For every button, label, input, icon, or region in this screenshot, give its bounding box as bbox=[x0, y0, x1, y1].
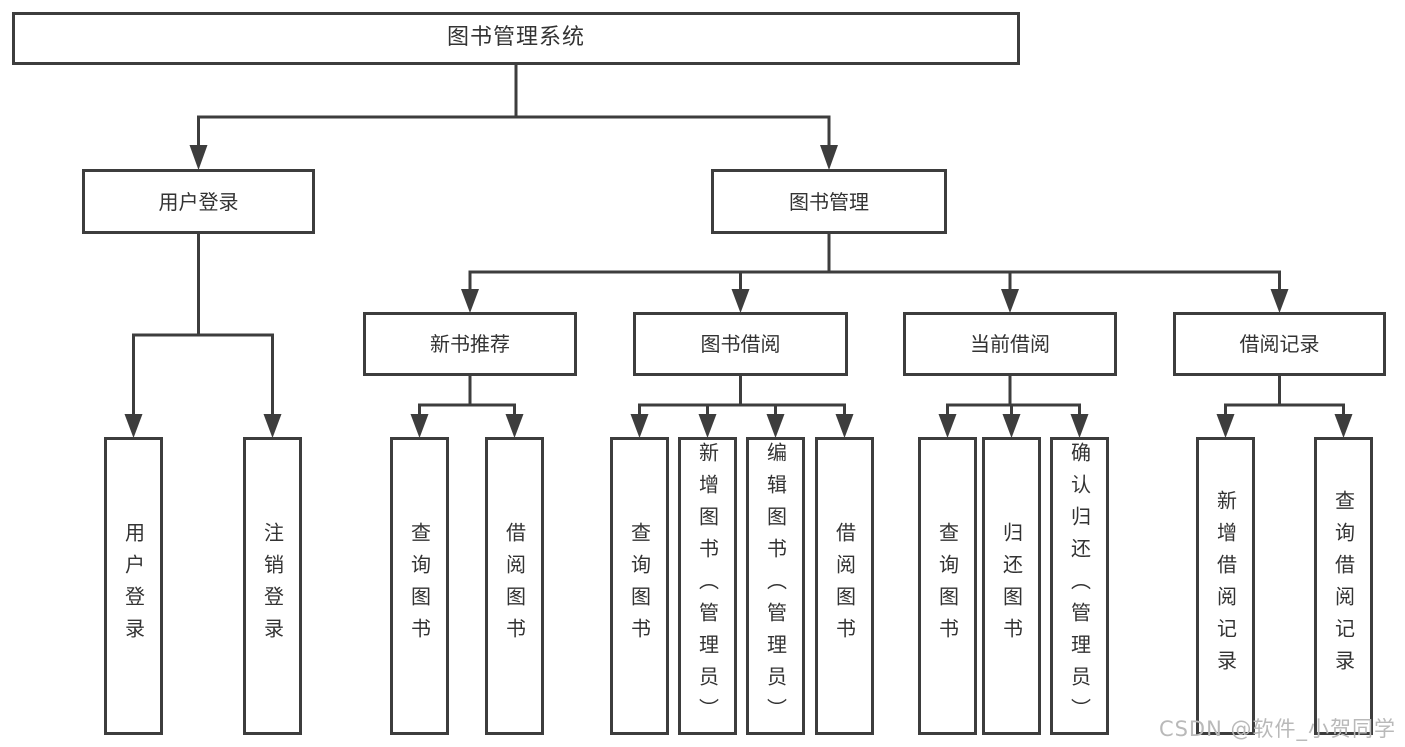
csdn-watermark: CSDN @软件_小贺同学 bbox=[1158, 717, 1396, 741]
diagram-leaf-add-borrow-record: 新增借阅记录 bbox=[1196, 437, 1255, 735]
diagram-leaf-borrow-books-recommend: 借阅图书 bbox=[485, 437, 544, 735]
diagram-node-borrow-record: 借阅记录 bbox=[1173, 312, 1386, 376]
diagram-node-book-borrow: 图书借阅 bbox=[633, 312, 848, 376]
diagram-node-current-borrow: 当前借阅 bbox=[903, 312, 1117, 376]
diagram-leaf-return-books: 归还图书 bbox=[982, 437, 1041, 735]
diagram-leaf-add-books-admin: 新增图书（管理员） bbox=[678, 437, 737, 735]
diagram-leaf-edit-books-admin: 编辑图书（管理员） bbox=[746, 437, 805, 735]
diagram-leaf-confirm-return-admin: 确认归还（管理员） bbox=[1050, 437, 1109, 735]
diagram-node-user-login: 用户登录 bbox=[82, 169, 315, 234]
diagram-leaf-logout: 注销登录 bbox=[243, 437, 302, 735]
diagram-leaf-query-books-recommend: 查询图书 bbox=[390, 437, 449, 735]
diagram-node-book-management: 图书管理 bbox=[711, 169, 947, 234]
diagram-leaf-query-books-current: 查询图书 bbox=[918, 437, 977, 735]
diagram-leaf-borrow-books: 借阅图书 bbox=[815, 437, 874, 735]
diagram-node-system-root: 图书管理系统 bbox=[12, 12, 1020, 65]
diagram-node-new-book-recommend: 新书推荐 bbox=[363, 312, 577, 376]
diagram-leaf-user-login: 用户登录 bbox=[104, 437, 163, 735]
diagram-leaf-query-books-borrow: 查询图书 bbox=[610, 437, 669, 735]
diagram-leaf-query-borrow-record: 查询借阅记录 bbox=[1314, 437, 1373, 735]
arrowhead-icons bbox=[124, 145, 1353, 438]
